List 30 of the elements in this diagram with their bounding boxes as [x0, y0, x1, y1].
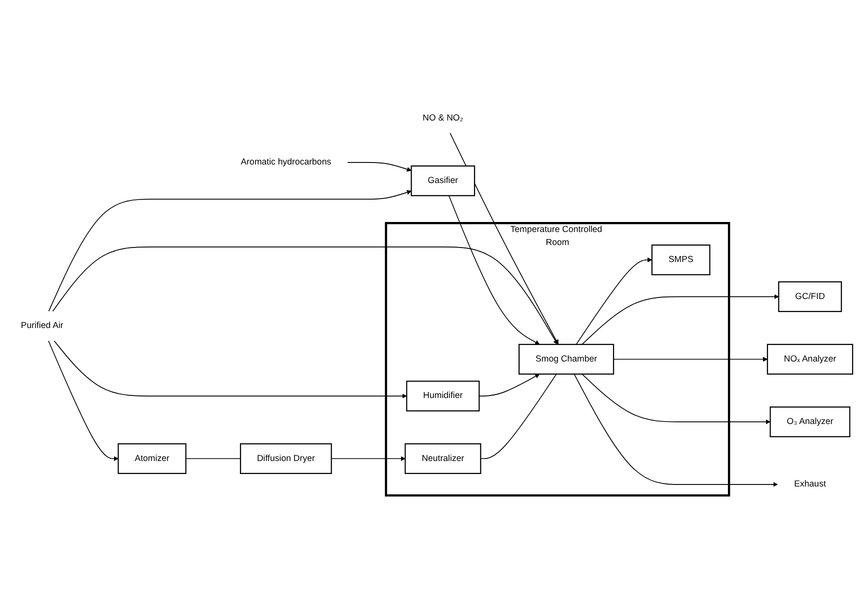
arrow — [450, 132, 559, 344]
arrow — [52, 246, 558, 344]
node-box: O₃ Analyzer — [770, 406, 850, 437]
arrow — [347, 162, 412, 172]
node-box: Neutralizer — [404, 442, 482, 474]
arrow — [576, 257, 652, 345]
arrow — [448, 194, 540, 344]
arrow — [574, 373, 778, 487]
node-box: Gasifier — [410, 165, 476, 196]
node-text: Exhaust — [794, 479, 826, 489]
node-text: NO & NO₂ — [422, 112, 464, 122]
arrow — [478, 374, 540, 396]
arrow — [613, 356, 768, 362]
connector — [480, 373, 557, 459]
arrow — [48, 190, 412, 312]
node-box: GC/FID — [778, 280, 842, 312]
node-box: Atomizer — [118, 442, 186, 474]
node-box: Diffusion Dryer — [240, 442, 332, 474]
node-box: Humidifier — [406, 380, 480, 412]
arrow — [48, 340, 118, 461]
arrow — [582, 294, 779, 345]
arrow — [330, 456, 406, 461]
node-box: NOₓ Analyzer — [766, 344, 854, 374]
node-box: Smog Chamber — [518, 344, 614, 374]
connector — [185, 458, 241, 459]
arrow — [582, 373, 770, 424]
node-text: Purified Air — [20, 320, 64, 330]
node-box: SMPS — [651, 244, 710, 275]
node-text: Aromatic hydrocarbons — [240, 157, 332, 166]
arrow — [54, 340, 407, 398]
